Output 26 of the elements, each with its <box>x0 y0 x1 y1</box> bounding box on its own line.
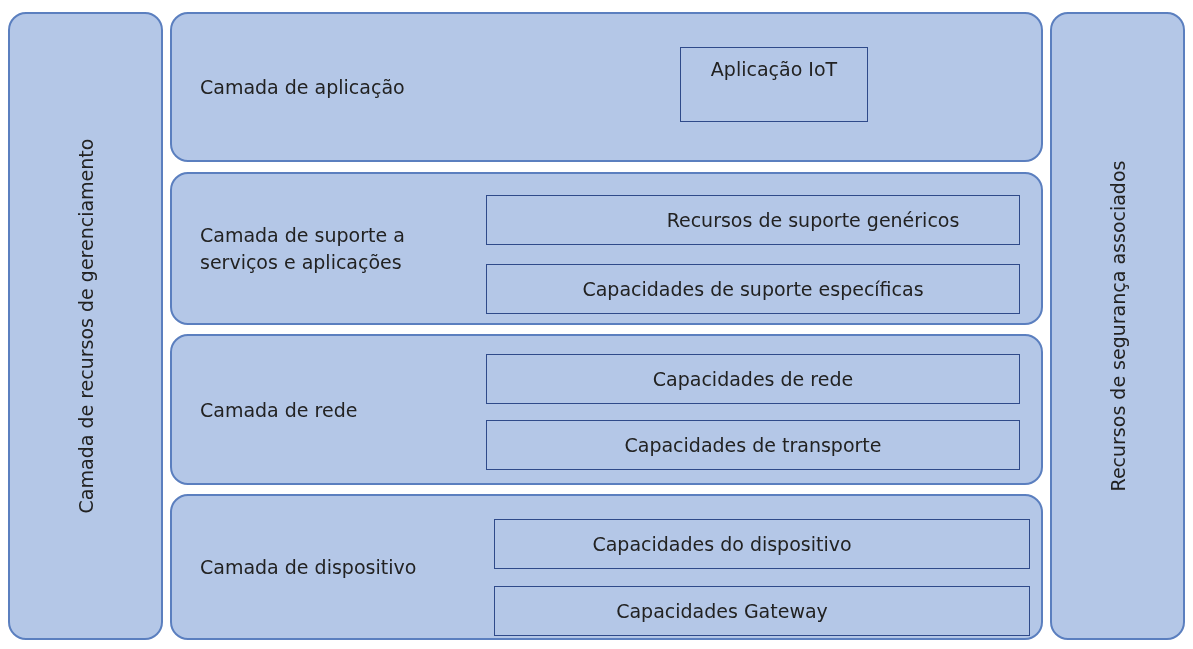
capability-box <box>486 420 1020 470</box>
box-label: Capacidades Gateway <box>616 598 828 624</box>
layer-panel <box>170 172 1043 325</box>
vertical-label: Camada de recursos de gerenciamento <box>73 138 98 514</box>
layer-panel <box>170 494 1043 640</box>
layer-title: Camada de dispositivo <box>200 554 418 580</box>
capability-box <box>486 264 1020 314</box>
capability-box <box>494 586 1030 636</box>
side-panel <box>1050 12 1185 640</box>
layer-panel <box>170 334 1043 485</box>
capability-box <box>486 354 1020 404</box>
box-label: Capacidades de suporte específicas <box>582 276 924 302</box>
box-label: Capacidades de rede <box>652 366 854 392</box>
side-panel <box>8 12 163 640</box>
layer-panel <box>170 12 1043 162</box>
layer-title: Camada de rede <box>200 397 359 422</box>
vertical-label: Recursos de segurança associados <box>1105 160 1130 492</box>
capability-box <box>494 519 1030 569</box>
layer-title: Camada de aplicação <box>200 74 406 100</box>
box-label: Capacidades do dispositivo <box>592 531 852 557</box>
box-label: Capacidades de transporte <box>624 432 882 458</box>
capability-box <box>486 195 1020 245</box>
layer-title: Camada de suporte a serviços e aplicações <box>200 222 406 275</box>
capability-box <box>680 47 868 122</box>
box-label: Recursos de suporte genéricos <box>666 207 960 233</box>
box-label: Aplicação IoT <box>710 57 838 82</box>
